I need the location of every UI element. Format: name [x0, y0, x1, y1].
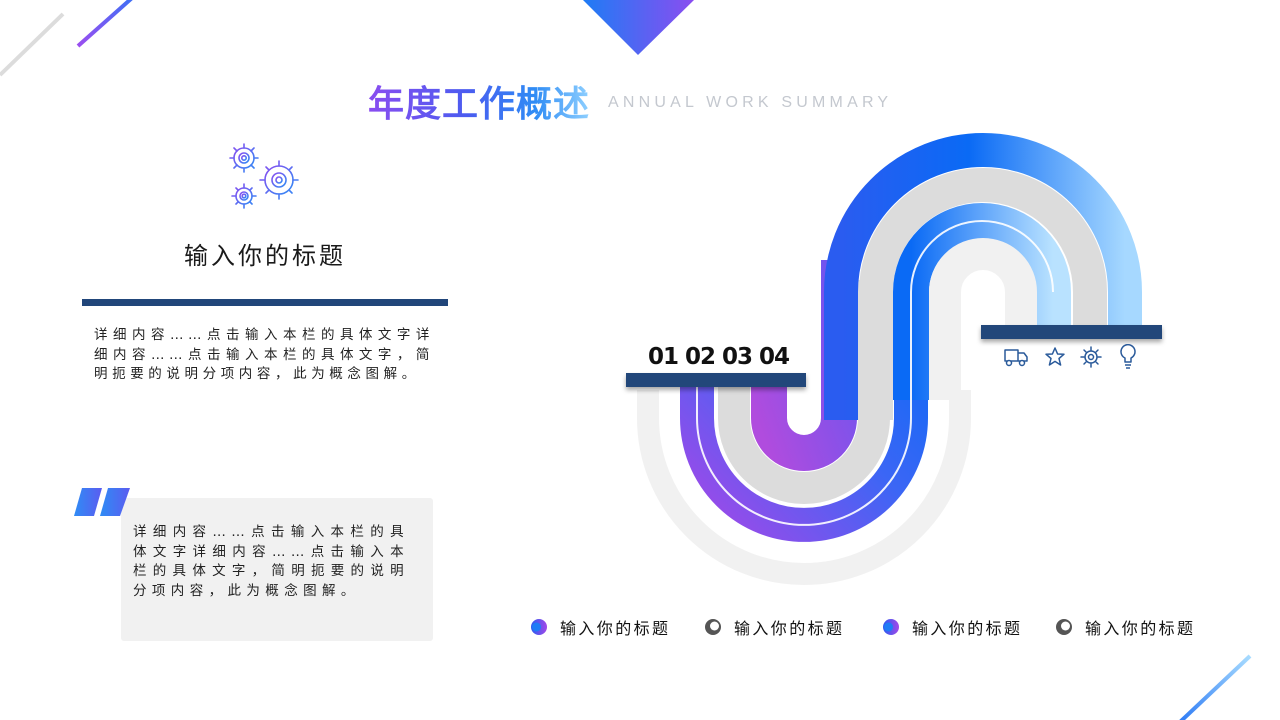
- gear-icon: [1080, 346, 1102, 368]
- left-divider-bar: [82, 299, 448, 306]
- header: 年度工作概述 ANNUAL WORK SUMMARY: [368, 76, 892, 126]
- gears-icon: [229, 143, 299, 209]
- gray-ring-icon: [1056, 619, 1072, 635]
- legend-item: 输入你的标题: [882, 614, 1022, 640]
- numbers-label: 01 02 03 04: [648, 344, 790, 370]
- quote-mark-icon: [74, 488, 130, 516]
- quote-box: [121, 498, 433, 641]
- lightbulb-icon: [1120, 344, 1136, 369]
- legend-item: 输入你的标题: [704, 614, 844, 640]
- corner-line-gray: [0, 12, 65, 77]
- page-subtitle: ANNUAL WORK SUMMARY: [608, 94, 893, 111]
- feature-icons: [1004, 344, 1136, 369]
- band-light-gray-upper: [929, 238, 1037, 400]
- legend: 输入你的标题 输入你的标题 输入你的标题 输入你的标题: [530, 614, 1230, 640]
- legend-label: 输入你的标题: [1085, 619, 1196, 638]
- band-light-gray-lower: [637, 390, 971, 585]
- legend-item: 输入你的标题: [530, 614, 670, 640]
- truck-icon: [1004, 349, 1028, 367]
- quote-body-text: 详细内容……点击输入本栏的具体文字详细内容……点击输入本栏的具体文字，简明扼要的…: [133, 524, 409, 599]
- legend-label: 输入你的标题: [912, 619, 1023, 638]
- gradient-dot-icon: [883, 619, 899, 635]
- top-triangle: [583, 0, 694, 55]
- navy-bar-left: [626, 373, 806, 387]
- gray-ring-icon: [705, 619, 721, 635]
- left-body-text: 详细内容……点击输入本栏的具体文字详细内容……点击输入本栏的具体文字，简明扼要的…: [94, 327, 434, 382]
- band-gray-lower: [718, 280, 890, 504]
- legend-item: 输入你的标题: [1055, 614, 1195, 640]
- band-gray-upper: [859, 168, 1107, 420]
- corner-line-gradient: [76, 0, 133, 48]
- legend-label: 输入你的标题: [560, 619, 671, 638]
- band-gradient-upper: [824, 133, 1142, 420]
- gradient-dot-icon: [531, 619, 547, 635]
- legend-label: 输入你的标题: [734, 619, 845, 638]
- band-purple-lower: [751, 260, 857, 471]
- left-heading: 输入你的标题: [184, 242, 346, 270]
- corner-line-br: [1179, 654, 1252, 720]
- navy-bar-right: [981, 325, 1162, 339]
- star-icon: [1045, 347, 1065, 366]
- page-title: 年度工作概述: [368, 75, 590, 127]
